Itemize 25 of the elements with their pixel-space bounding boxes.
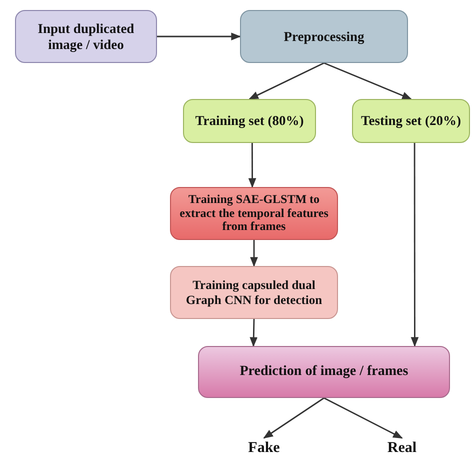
arrow: [248, 62, 324, 100]
node-text: Training set (80%): [195, 113, 304, 129]
arrow: [324, 397, 403, 439]
arrow: [410, 143, 419, 347]
arrow: [250, 318, 258, 347]
arrow: [324, 62, 412, 100]
output-label: Real: [387, 440, 417, 458]
process-box: [198, 346, 450, 398]
data-box: [183, 99, 316, 143]
process-box: [170, 266, 338, 319]
node-text: Preprocessing: [284, 28, 364, 44]
process-box: [240, 10, 408, 63]
node-text: Training capsuled dual Graph CNN for detection: [184, 278, 324, 307]
output-label: Fake: [248, 440, 280, 458]
arrow: [250, 240, 258, 267]
process-box: [15, 10, 157, 63]
node-text: Testing set (20%): [361, 113, 461, 129]
arrow: [248, 143, 256, 188]
node-text: Input duplicated image / video: [36, 20, 136, 52]
arrow: [263, 397, 324, 439]
node-text: Prediction of image / frames: [240, 364, 408, 380]
data-box: [352, 99, 470, 143]
arrow: [157, 32, 241, 40]
node-text: Training SAE-GLSTM to extract the temporal features from frames: [178, 192, 330, 234]
process-box: [170, 187, 338, 240]
